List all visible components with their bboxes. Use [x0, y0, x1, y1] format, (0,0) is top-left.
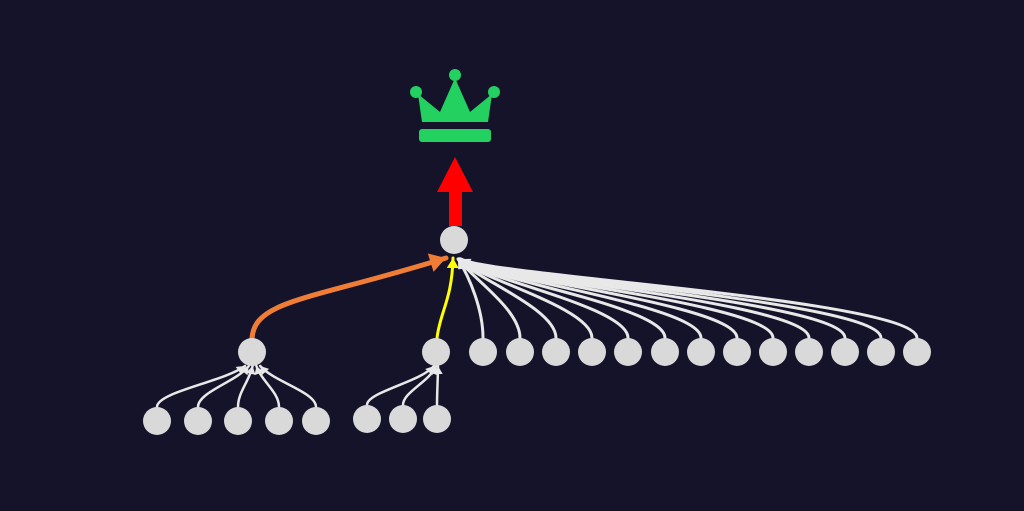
edge-mid-hub-to-root-head: [446, 258, 459, 269]
crown-left-jewel: [410, 86, 422, 98]
edge-left-leaf-1: [155, 364, 247, 409]
left-leaf-node-4: [265, 407, 293, 435]
edge-left-leaf-5-head: [260, 366, 270, 376]
middle-leaf-node-3: [423, 405, 451, 433]
edge-left-hub-to-root: [249, 255, 449, 341]
root-node: [440, 226, 468, 254]
nodes-layer: [143, 226, 931, 435]
direct-child-node-6: [651, 338, 679, 366]
edge-left-leaf-2-head: [240, 366, 249, 376]
direct-child-node-10: [795, 338, 823, 366]
left-leaf-node-2: [184, 407, 212, 435]
left-leaf-node-3: [224, 407, 252, 435]
edge-direct-13-head: [461, 258, 472, 269]
crown-base: [419, 129, 491, 142]
crown-right-jewel: [488, 86, 500, 98]
edge-left-hub-to-root-head: [427, 253, 446, 272]
crown-icon: [410, 69, 500, 142]
left-leaf-node-5: [302, 407, 330, 435]
direct-child-node-5: [614, 338, 642, 366]
crown-body: [418, 78, 492, 122]
left-hub-node: [238, 338, 266, 366]
direct-child-node-8: [723, 338, 751, 366]
direct-child-node-7: [687, 338, 715, 366]
red-arrow-head: [437, 157, 473, 192]
crown-center-jewel: [449, 69, 461, 81]
direct-child-node-12: [867, 338, 895, 366]
left-leaf-node-1: [143, 407, 171, 435]
direct-child-node-2: [506, 338, 534, 366]
middle-leaf-node-2: [389, 405, 417, 433]
edges-layer: [155, 157, 919, 409]
direct-child-node-3: [542, 338, 570, 366]
direct-child-node-1: [469, 338, 497, 366]
edge-left-leaf-1-head: [235, 366, 245, 375]
edge-mid-hub-to-root: [435, 256, 455, 340]
direct-child-node-9: [759, 338, 787, 366]
direct-child-node-13: [903, 338, 931, 366]
crown-layer: [410, 69, 500, 142]
direct-child-node-4: [578, 338, 606, 366]
direct-child-node-11: [831, 338, 859, 366]
edge-left-leaf-4-head: [254, 366, 264, 376]
edge-direct-13: [459, 257, 919, 340]
red-arrow-shaft: [449, 188, 462, 226]
edge-left-leaf-3-head: [246, 366, 256, 375]
middle-hub-node: [422, 338, 450, 366]
middle-leaf-node-1: [353, 405, 381, 433]
edge-mid-leaf-3-head: [433, 366, 443, 375]
